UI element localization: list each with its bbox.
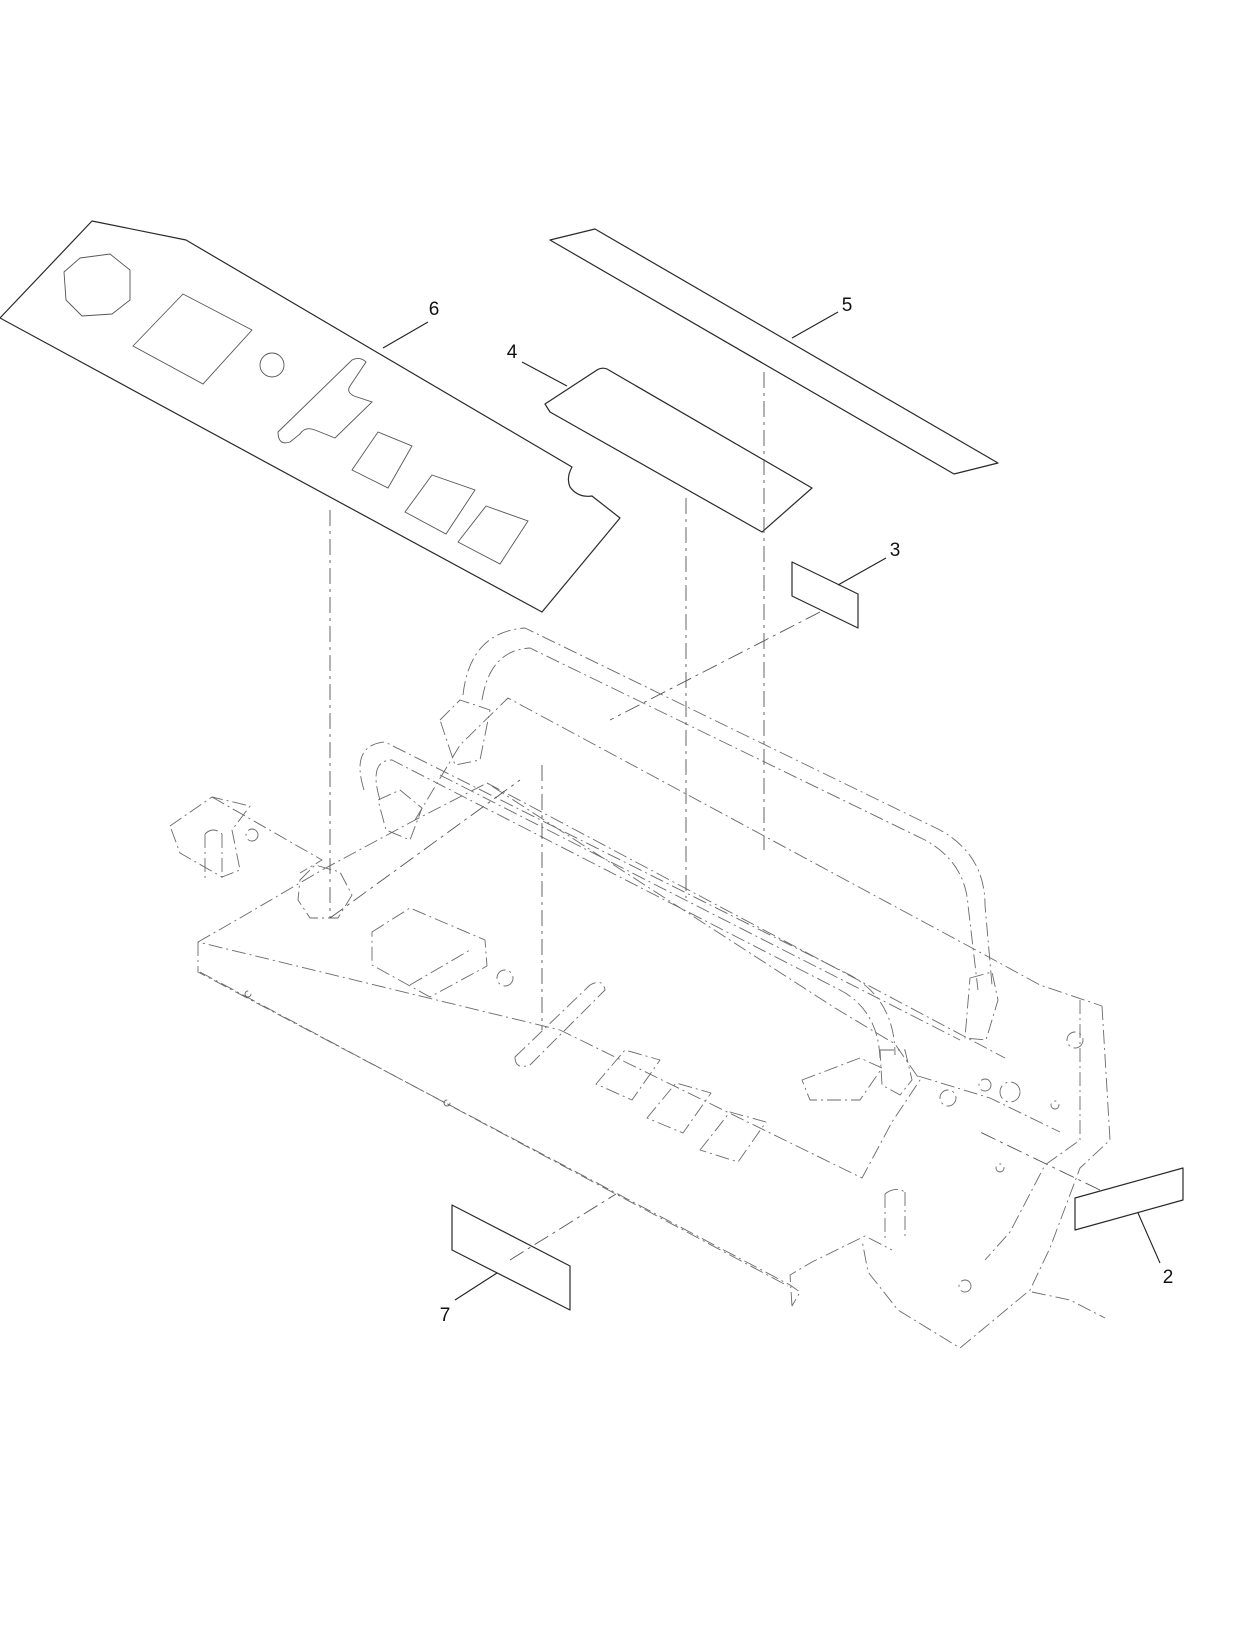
leader-2 (1137, 1212, 1161, 1264)
plate-hole-3 (978, 1078, 992, 1092)
decal-6-cutout-rect-1 (351, 431, 413, 489)
rear-rail-mid (439, 774, 961, 1041)
front-hole-2 (443, 1099, 451, 1107)
decal-2-label (1074, 1167, 1184, 1231)
decals (0, 220, 1184, 1311)
left-post (204, 829, 223, 882)
rear-handle-foot (964, 971, 999, 1041)
decal-6-cutout-rect-3 (457, 505, 529, 565)
callout-3: 3 (890, 540, 901, 561)
rear-handle-inner (481, 647, 979, 991)
plate-hole-6 (995, 1163, 1005, 1173)
callout-4: 5 (842, 295, 853, 316)
deck-cutout-square-inner (409, 949, 471, 986)
deck-hole (496, 969, 514, 987)
callout-2: 2 (1163, 1267, 1174, 1288)
decal-7-label (451, 1204, 571, 1311)
decal-6-cutout-circle (259, 352, 285, 378)
left-bracket-back (211, 796, 323, 874)
leader-7 (454, 1272, 498, 1301)
leader-5 (521, 361, 568, 387)
assembly-line-decal-7 (509, 1193, 617, 1261)
front-handle-foot (879, 1049, 913, 1096)
deck-right-notch (789, 1235, 893, 1307)
callout-5: 4 (507, 342, 518, 363)
plate-hole-7 (958, 1279, 972, 1293)
decal-3-label (791, 561, 859, 629)
callout-7: 7 (440, 1305, 451, 1326)
rear-rail-top (414, 697, 1103, 1007)
plate-hole-4 (939, 1089, 957, 1107)
decal-6-cutout-slot (277, 357, 373, 444)
assembly-line-decal-2 (979, 1131, 1101, 1191)
deck-top-outline (197, 782, 921, 1179)
assembly-lines (329, 372, 1101, 1261)
right-side-plate (861, 1005, 1111, 1349)
deck-cutout-rect-3 (699, 1111, 767, 1163)
assembly-line-decal-3 (609, 611, 821, 721)
deck-cutout-rect-1 (595, 1049, 661, 1101)
decal-5-label (544, 367, 813, 533)
decal-6-cutout-octagon (63, 253, 131, 317)
assembly-line-decal-6-diag (329, 779, 521, 919)
handle-bracket-left (439, 699, 491, 766)
callout-6: 6 (429, 299, 440, 320)
deck-front-lower (199, 971, 789, 1287)
rear-rail-lower (486, 782, 1006, 1059)
rear-handle-outer (462, 627, 993, 986)
deck-cutout-slot (514, 981, 606, 1067)
right-plate-inner (984, 1000, 1081, 1261)
frame-platform (169, 697, 1111, 1349)
decal-6-cutout-rect-2 (404, 474, 476, 535)
deck-cutout-icon (297, 864, 353, 919)
leader-6 (382, 321, 429, 349)
right-post (884, 1189, 906, 1240)
front-handle-outer (359, 741, 896, 1056)
decal-6-control-panel (0, 220, 621, 613)
handle-plate (801, 1057, 883, 1101)
leader-3 (837, 557, 887, 586)
handle-bracket-front (377, 789, 423, 841)
callouts: 6 5 4 3 2 7 (382, 295, 1174, 1326)
deck-cutout-square (371, 907, 488, 998)
front-hole-1 (244, 990, 252, 998)
decal-4-strip (549, 228, 999, 475)
plate-hole-2 (999, 1081, 1021, 1103)
handle-bars (359, 627, 999, 1101)
right-plate-edge (917, 1075, 1061, 1133)
front-handle-inner (375, 759, 881, 1059)
deck-front-face (197, 942, 801, 1307)
cable (1031, 1291, 1106, 1319)
plate-hole-5 (1050, 1100, 1060, 1110)
plate-hole-1 (1066, 1031, 1084, 1049)
decal-6-cutout-square (132, 293, 253, 385)
leader-4 (791, 311, 839, 339)
deck-cutout-rect-2 (646, 1082, 712, 1134)
left-bracket (169, 796, 251, 878)
bracket-hole (245, 828, 259, 842)
